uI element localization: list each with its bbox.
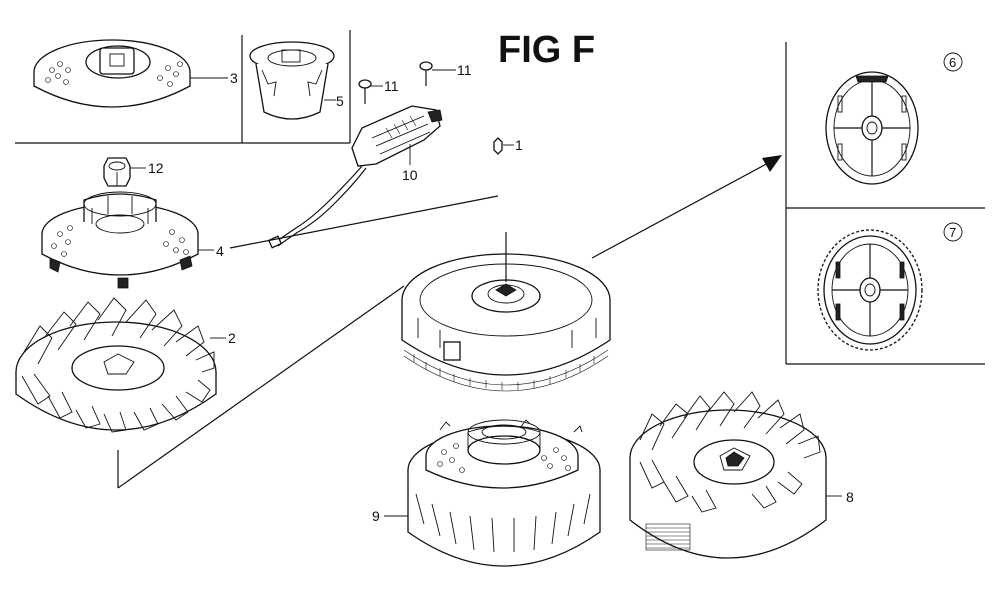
callout-1: 1: [515, 137, 523, 153]
callout-2: 2: [228, 330, 236, 346]
callout-12: 12: [148, 160, 164, 176]
callout-3: 3: [230, 70, 238, 86]
part-11-bolt-a: [358, 79, 372, 104]
figure-title: FIG F: [498, 29, 595, 71]
part-8-fan: [629, 391, 827, 559]
callout-8: 8: [846, 489, 854, 505]
callout-10: 10: [402, 167, 418, 183]
callout-11b: 11: [457, 62, 472, 78]
variant-7-label: 7: [949, 225, 956, 240]
callout-11a: 11: [384, 78, 399, 94]
variant-panel: [785, 42, 985, 365]
variant-6-label: 6: [949, 55, 956, 70]
flywheel: [401, 232, 611, 392]
top-left-box: [15, 30, 351, 144]
callout-5: 5: [336, 93, 344, 109]
part-4-hub: [41, 191, 199, 289]
callout-9: 9: [372, 508, 380, 524]
group-bracket: [117, 195, 499, 489]
part-11-bolt-b: [419, 61, 433, 86]
part-12-nut: [103, 157, 131, 187]
part-9-fan: [407, 419, 601, 567]
part-2-fan: [15, 297, 217, 433]
part-5-cup: [249, 41, 335, 120]
part-10-ignition-coil: [267, 105, 443, 249]
variant-arrow: [591, 155, 782, 259]
variant-7-badge: [943, 222, 963, 242]
variant-6-flywheel: [825, 71, 919, 185]
callout-4: 4: [216, 243, 224, 259]
variant-7-flywheel: [817, 229, 923, 351]
part-1-key: [493, 137, 503, 155]
part-3-cover: [33, 39, 191, 108]
variant-6-badge: [943, 52, 963, 72]
